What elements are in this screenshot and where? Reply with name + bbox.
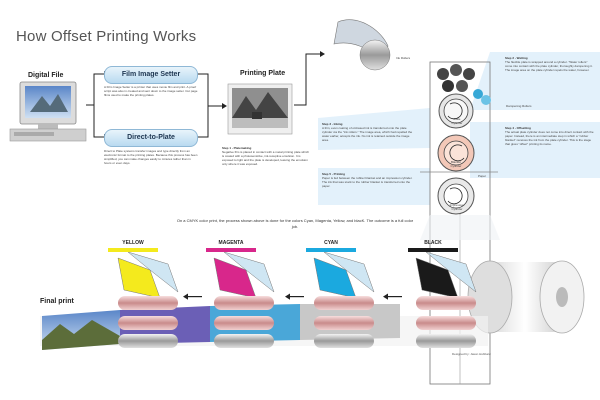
step5-title: Step 5 - Printing — [322, 172, 346, 176]
designer-credit: Designed by: Jason Hubbard — [452, 352, 491, 356]
step2-desc: The flexible plate is wrapped around a c… — [505, 60, 593, 72]
impression-cylinder-label: Impression Cylinder — [449, 203, 465, 211]
plate-cylinder — [438, 93, 474, 129]
ink-rollers — [437, 64, 475, 92]
dampening-rollers-label: Dampening Rollers — [506, 104, 532, 108]
color-label-cyan: CYAN — [324, 240, 338, 246]
step2-block: Step 2 - Wetting The flexible plate is w… — [505, 56, 595, 72]
impression-cylinder — [437, 177, 475, 215]
zoom-cone — [420, 215, 500, 240]
printing-plate-label: Printing Plate — [240, 70, 286, 77]
color-label-yellow: YELLOW — [122, 240, 144, 246]
arrow-head — [320, 51, 325, 57]
step2-title: Step 2 - Wetting — [505, 56, 528, 60]
paper-label: Paper — [478, 174, 487, 178]
blanket-cylinder-label: Blanket Cylinder — [450, 160, 462, 168]
step4-desc: The actual plate cylinder does not come … — [505, 130, 594, 146]
step2-panel — [470, 52, 600, 110]
step5-block: Step 5 - Printing Paper is fed between t… — [322, 172, 414, 188]
step3-title: Step 3 - Inking — [322, 122, 343, 126]
computer-icon — [9, 81, 87, 142]
blanket-cylinder — [437, 134, 475, 172]
diagram-title: How Offset Printing Works — [16, 28, 197, 45]
flow-arrows-bottom — [183, 293, 402, 300]
printing-plate-image — [227, 83, 293, 135]
cmyk-note: On a CMYK color print, the process shown… — [176, 218, 414, 229]
color-label-black: BLACK — [424, 240, 442, 246]
direct-to-plate-label: Direct-to-Plate — [104, 129, 198, 147]
color-bar-black — [408, 248, 458, 252]
direct-to-plate-desc: Direct to Plate systems transfer images … — [104, 149, 198, 165]
digital-file-label: Digital File — [28, 72, 64, 79]
dampening-rollers — [473, 89, 491, 105]
arrow-head — [222, 103, 227, 109]
step4-title: Step 4 - Offsetting — [505, 126, 531, 130]
color-bar-cyan — [306, 248, 356, 252]
step4-panel — [470, 122, 600, 178]
press-unit-magenta — [213, 251, 275, 348]
step3-desc: A thin, even coating of oil-based ink is… — [322, 126, 413, 142]
step3-block: Step 3 - Inking A thin, even coating of … — [322, 122, 414, 142]
plate-wrap-icon — [333, 19, 391, 71]
step3-panel — [318, 108, 430, 150]
plate-cylinder-label: Plate Cylinder — [451, 117, 463, 125]
step5-desc: Paper is fed between the rubber blanket … — [322, 176, 413, 188]
step5-panel — [318, 168, 430, 205]
final-print-label: Final print — [40, 298, 74, 305]
color-bar-yellow — [108, 248, 158, 252]
film-image-setter-label: Film Image Setter — [104, 66, 198, 84]
press-unit-yellow — [117, 251, 179, 348]
film-image-setter-desc: A Film Image Setter is a printer that us… — [104, 85, 198, 97]
step1-block: Step 1 - Platemaking Negative film is pl… — [222, 146, 312, 166]
flow-arrows-left — [86, 73, 222, 138]
paper-roll — [467, 260, 585, 334]
flow-arrow-to-press — [294, 53, 320, 106]
ink-rollers-label: Ink Rollers — [396, 56, 411, 60]
step1-desc: Negative film is placed in contact with … — [222, 150, 310, 166]
press-unit-black — [415, 251, 477, 348]
step4-block: Step 4 - Offsetting The actual plate cyl… — [505, 126, 595, 146]
step1-title: Step 1 - Platemaking — [222, 146, 252, 150]
color-bar-magenta — [206, 248, 256, 252]
press-unit-cyan — [313, 251, 375, 348]
color-label-magenta: MAGENTA — [218, 240, 244, 246]
